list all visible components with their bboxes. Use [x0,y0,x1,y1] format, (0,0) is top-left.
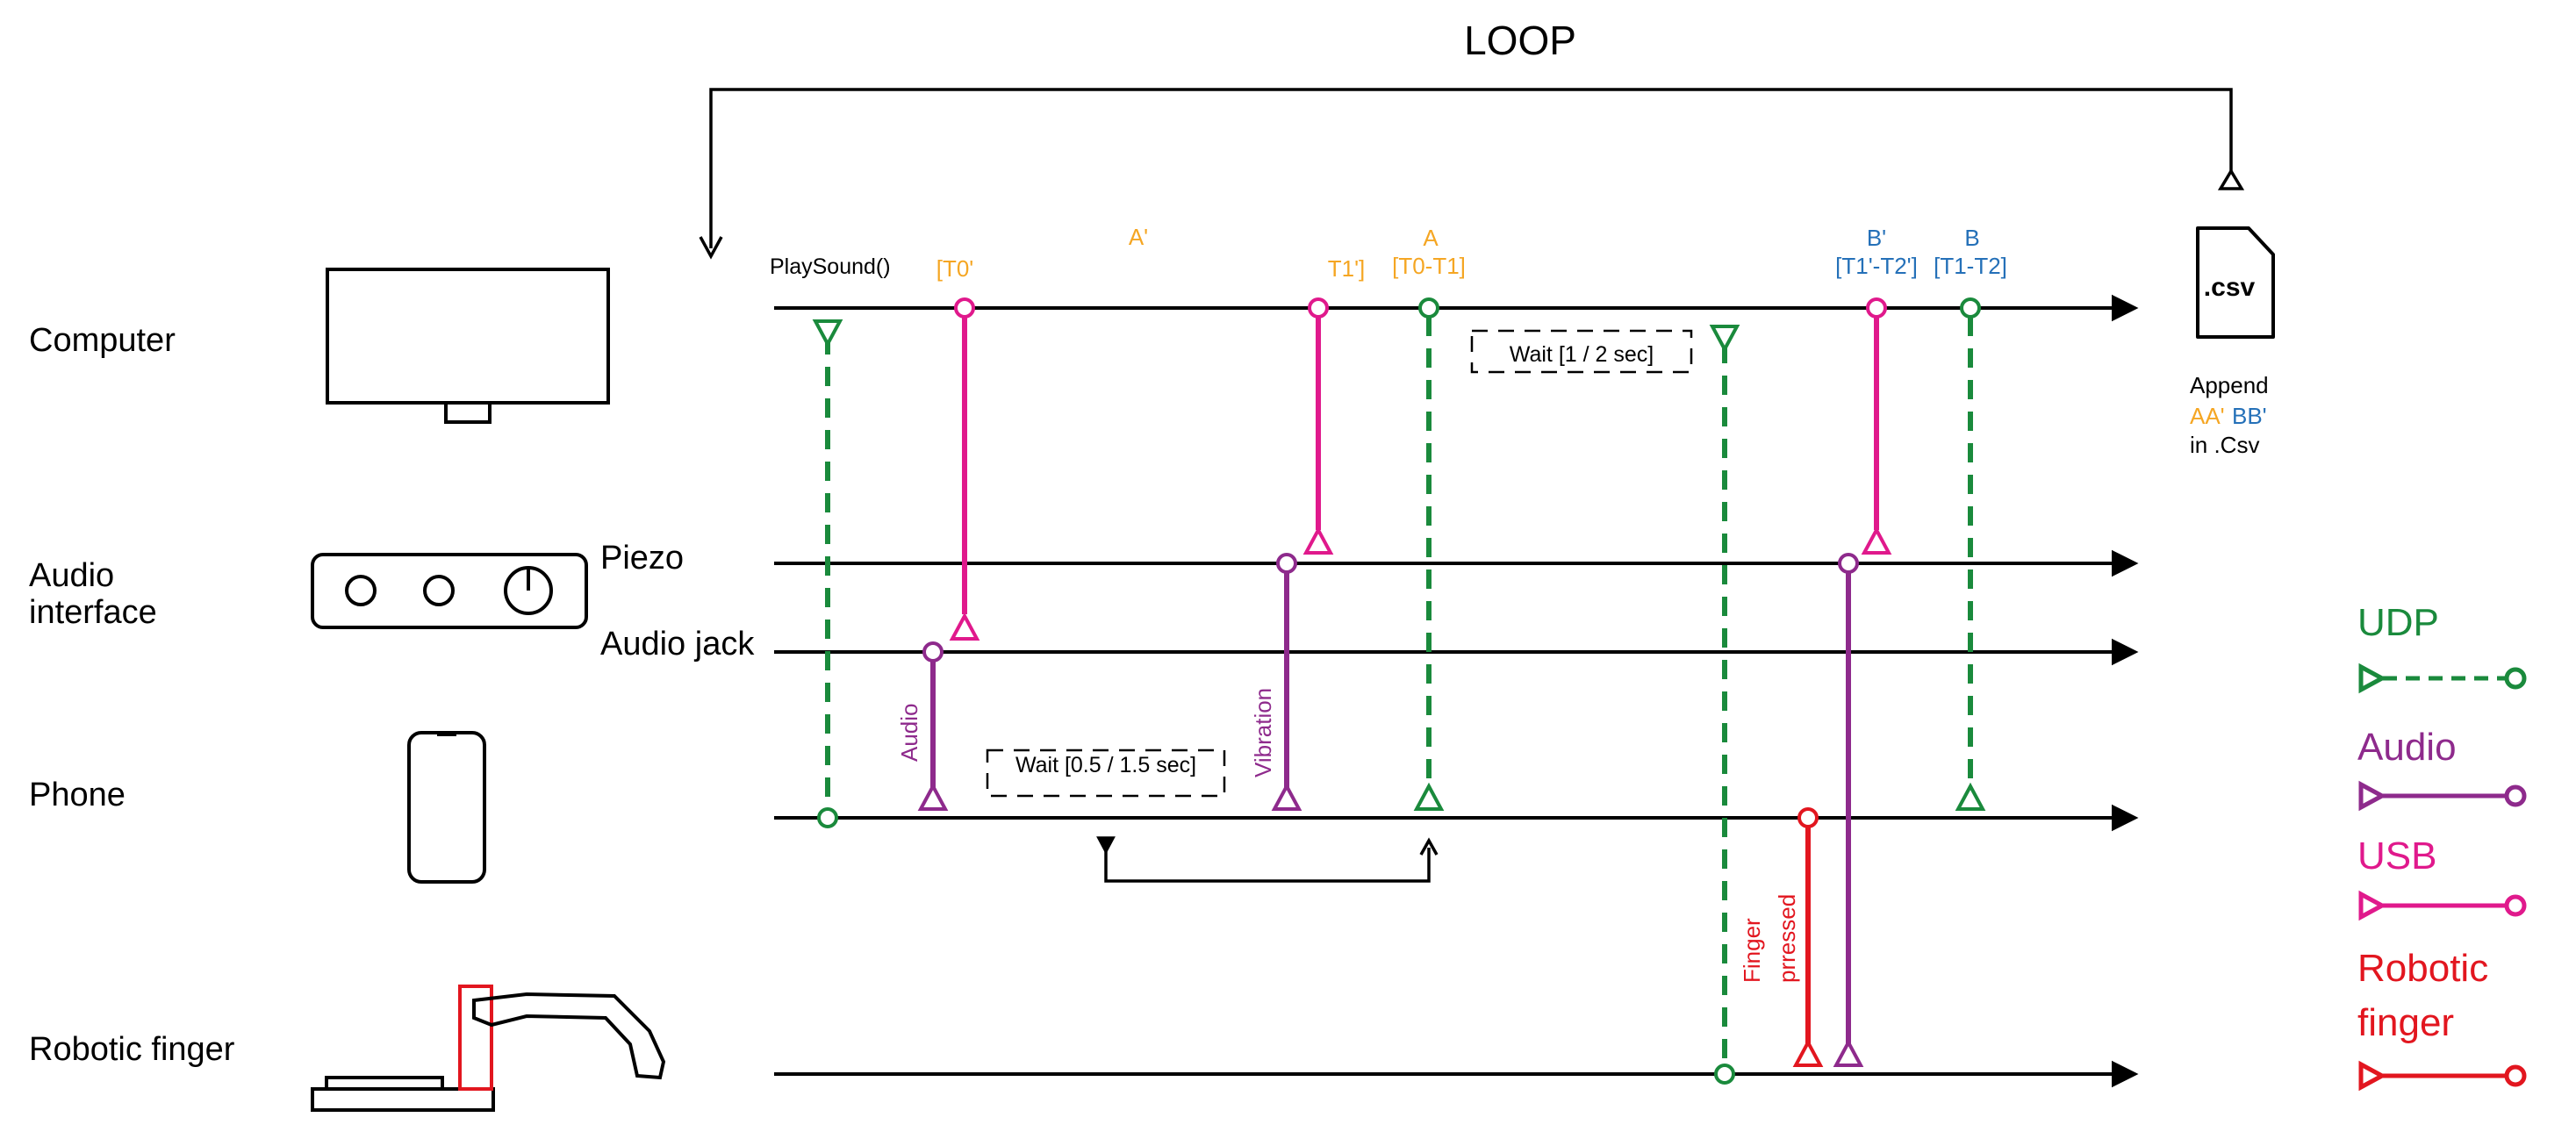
legend-audio-label: Audio [2357,726,2457,769]
marker-a-prime: A' [1129,224,1148,250]
row-label-audio-interface-line1: Audio [29,557,114,594]
csv-file-label: .csv [2204,273,2256,302]
csv-aa-label: AA' [2190,403,2225,429]
marker-t1-t2: [T1-T2] [1934,253,2007,279]
row-label-audio-jack: Audio jack [600,626,755,663]
phone-wait-bracket [1096,836,1439,883]
marker-b-prime: B' [1867,225,1886,251]
marker-t0-prime: [T0' [936,255,974,282]
legend-udp-line [2358,663,2527,694]
marker-a: A [1423,225,1439,251]
row-label-audio-interface-line2: interface [29,594,157,631]
udp-endpoints [812,297,1986,1085]
legend-robotic-label-line1: Robotic [2357,947,2488,990]
usb-connections [962,317,1879,614]
legend-audio-line [2358,780,2527,812]
wait-phone-label: Wait [0.5 / 1.5 sec] [1015,753,1196,777]
legend-udp-label: UDP [2357,601,2439,644]
marker-t1p-t2p: [T1'-T2'] [1835,253,1918,279]
audio-endpoints [917,553,1864,1067]
label-vibration-vertical: Vibration [1250,688,1276,777]
csv-in-label: in .Csv [2190,432,2259,458]
legend-usb-label: USB [2357,834,2436,877]
csv-append-label: Append [2190,372,2269,398]
loop-label: LOOP [1464,18,1576,63]
usb-endpoints [949,297,1892,641]
legend-robotic-label-line2: finger [2357,1001,2454,1044]
row-label-phone: Phone [29,777,126,813]
audio-interface-icon [311,553,588,629]
timelines [774,294,2139,1088]
phone-icon [407,731,486,884]
loop-bracket [699,88,2245,260]
robotic-finger-icon [311,985,666,1112]
legend-usb-line [2358,890,2527,921]
computer-icon [326,268,610,424]
row-label-robotic-finger: Robotic finger [29,1031,235,1068]
wait-computer-label: Wait [1 / 2 sec] [1510,342,1654,367]
robotic-endpoints [1792,807,1824,1067]
label-finger-vertical: Finger [1739,918,1765,983]
marker-playsound: PlaySound() [770,254,891,279]
label-audio-vertical: Audio [896,704,922,763]
marker-t1-prime: T1'] [1328,255,1366,282]
marker-t0-t1: [T0-T1] [1392,253,1466,279]
udp-connections [825,317,1973,1064]
legend: UDP Audio USB Robotic finger [2357,601,2527,1092]
audio-connections [930,572,1851,1046]
marker-b: B [1964,225,1979,251]
row-label-computer: Computer [29,322,176,359]
row-label-piezo: Piezo [600,540,684,577]
csv-file-icon [2196,226,2275,339]
wait-box-computer [1470,329,1693,374]
csv-bb-label: BB' [2232,403,2267,429]
legend-robotic-line [2358,1060,2527,1092]
label-pressed-vertical: prressed [1774,894,1800,983]
wait-box-phone [986,748,1226,798]
